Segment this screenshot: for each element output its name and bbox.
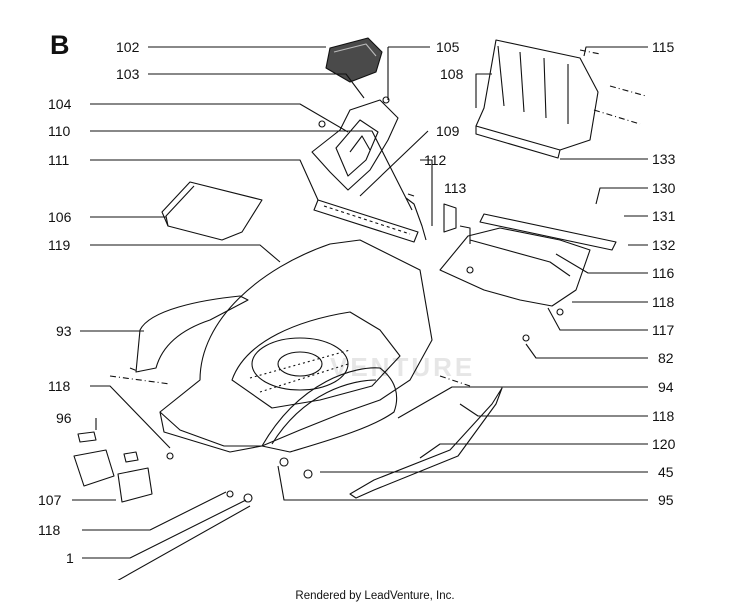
part-107-blocks <box>73 431 153 503</box>
callout-116: 116 <box>652 265 675 281</box>
part-120-blade <box>349 387 503 499</box>
part-102-cap <box>325 37 383 83</box>
part-112-rod <box>405 193 427 241</box>
part-94-skirt-ring <box>261 367 398 453</box>
callout-118-b: 118 <box>38 522 61 538</box>
callout-103: 103 <box>116 66 140 82</box>
callout-133: 133 <box>652 151 676 167</box>
callout-130: 130 <box>652 180 676 196</box>
callout-102: 102 <box>116 39 140 55</box>
section-letter: B <box>50 30 70 60</box>
assembly-lines <box>109 49 647 387</box>
callout-118-d: 118 <box>652 408 675 424</box>
callout-111: 111 <box>48 152 69 168</box>
callout-108: 108 <box>440 66 464 82</box>
callout-94: 94 <box>658 379 674 395</box>
callout-131: 131 <box>652 208 676 224</box>
callout-115: 115 <box>652 39 675 55</box>
callout-106: 106 <box>48 209 72 225</box>
callout-118-a: 118 <box>48 378 71 394</box>
callout-1: 1 <box>66 550 74 566</box>
callout-104: 104 <box>48 96 72 112</box>
callout-82: 82 <box>658 350 674 366</box>
part-113-bracket <box>443 203 471 244</box>
part-110-rail <box>313 199 419 243</box>
callout-45: 45 <box>658 464 674 480</box>
callout-117: 117 <box>652 322 675 338</box>
leader-lines <box>72 46 648 580</box>
callout-20: 20 <box>58 578 74 580</box>
watermark: VENTURE <box>330 352 476 382</box>
footer-credit: Rendered by LeadVenture, Inc. <box>295 590 455 602</box>
part-106-pad <box>161 181 263 241</box>
callout-109: 109 <box>436 123 460 139</box>
callout-105: 105 <box>436 39 460 55</box>
callout-113: 113 <box>444 180 467 196</box>
callout-93: 93 <box>56 323 72 339</box>
part-93-skirt <box>135 295 249 373</box>
fasteners <box>166 96 564 503</box>
exploded-view-drawing: 102 103 104 110 111 106 119 93 118 96 10… <box>38 37 676 580</box>
part-108-frame <box>475 39 599 159</box>
callout-labels: 102 103 104 110 111 106 119 93 118 96 10… <box>38 39 676 580</box>
callout-120: 120 <box>652 436 676 452</box>
callout-132: 132 <box>652 237 676 253</box>
part-103-plate <box>311 99 399 191</box>
callout-96: 96 <box>56 410 72 426</box>
callout-118-c: 118 <box>652 294 675 310</box>
part-119-deck <box>159 239 433 453</box>
callout-95: 95 <box>658 492 674 508</box>
callout-119: 119 <box>48 237 71 253</box>
callout-110: 110 <box>48 123 71 139</box>
callout-112: 112 <box>424 152 447 168</box>
callout-107: 107 <box>38 492 62 508</box>
